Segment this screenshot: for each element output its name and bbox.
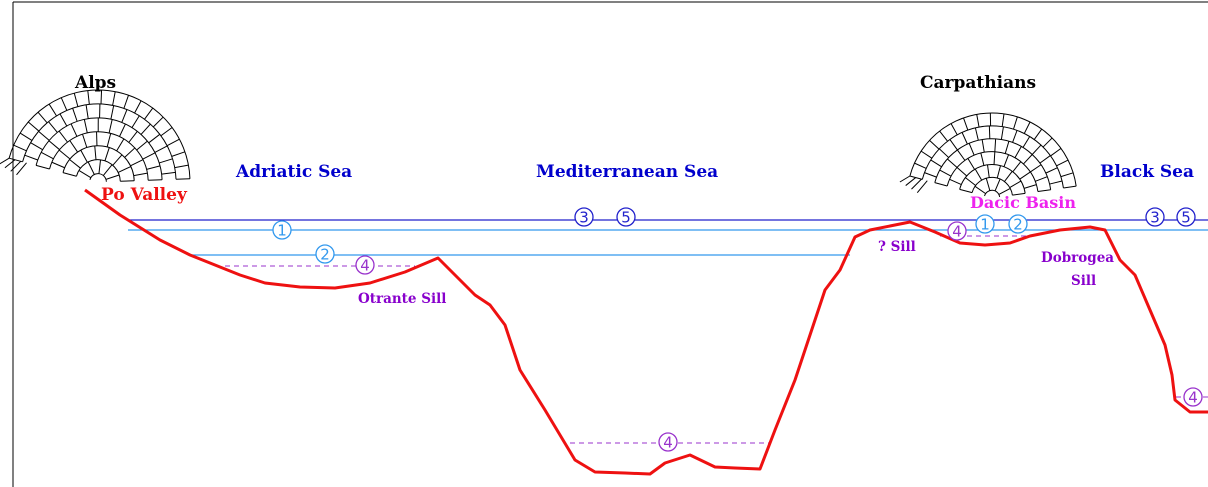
svg-text:1: 1	[277, 222, 287, 240]
carpathians-mountain-icon	[899, 112, 1077, 198]
marker-1-dacic: 1	[975, 214, 995, 234]
svg-text:4: 4	[952, 223, 962, 241]
svg-text:4: 4	[663, 434, 673, 452]
unknown-sill-label: ? Sill	[878, 239, 916, 255]
black-sea-label: Black Sea	[1100, 162, 1194, 182]
dobrogea-sill-label-line2: Sill	[1071, 273, 1096, 289]
svg-text:4: 4	[1188, 389, 1198, 407]
level-markers: 1 2 4 3 5 4 4 1	[272, 207, 1203, 452]
frame	[12, 1, 1208, 487]
svg-text:5: 5	[621, 209, 631, 227]
alps-mountain-icon	[0, 89, 191, 182]
svg-text:4: 4	[360, 257, 370, 275]
marker-3-black-sea: 3	[1145, 207, 1165, 227]
marker-4-dacic: 4	[947, 221, 967, 241]
water-levels	[128, 219, 1208, 444]
marker-5-mediterranean: 5	[616, 207, 636, 227]
svg-text:3: 3	[579, 209, 589, 227]
carpathians-label: Carpathians	[920, 73, 1036, 93]
dobrogea-sill-label-line1: Dobrogea	[1041, 250, 1114, 266]
marker-2-dacic: 2	[1008, 214, 1028, 234]
mediterranean-sea-label: Mediterranean Sea	[536, 162, 718, 182]
svg-text:5: 5	[1181, 209, 1191, 227]
po-valley-label: Po Valley	[101, 185, 188, 205]
svg-text:1: 1	[980, 216, 990, 234]
alps-label: Alps	[74, 73, 116, 93]
marker-2-adriatic: 2	[315, 244, 335, 264]
marker-1-adriatic: 1	[272, 220, 292, 240]
svg-text:2: 2	[1013, 216, 1023, 234]
adriatic-sea-label: Adriatic Sea	[235, 162, 352, 182]
marker-3-mediterranean: 3	[574, 207, 594, 227]
marker-5-black-sea: 5	[1176, 207, 1196, 227]
dacic-basin-label: Dacic Basin	[970, 193, 1076, 212]
svg-text:2: 2	[320, 246, 330, 264]
basin-floor-profile	[84, 188, 1208, 476]
marker-4-mediterranean: 4	[658, 432, 678, 452]
otrante-sill-label: Otrante Sill	[358, 291, 446, 307]
svg-text:3: 3	[1150, 209, 1160, 227]
marker-4-adriatic: 4	[355, 255, 375, 275]
marker-4-black-sea: 4	[1183, 387, 1203, 407]
